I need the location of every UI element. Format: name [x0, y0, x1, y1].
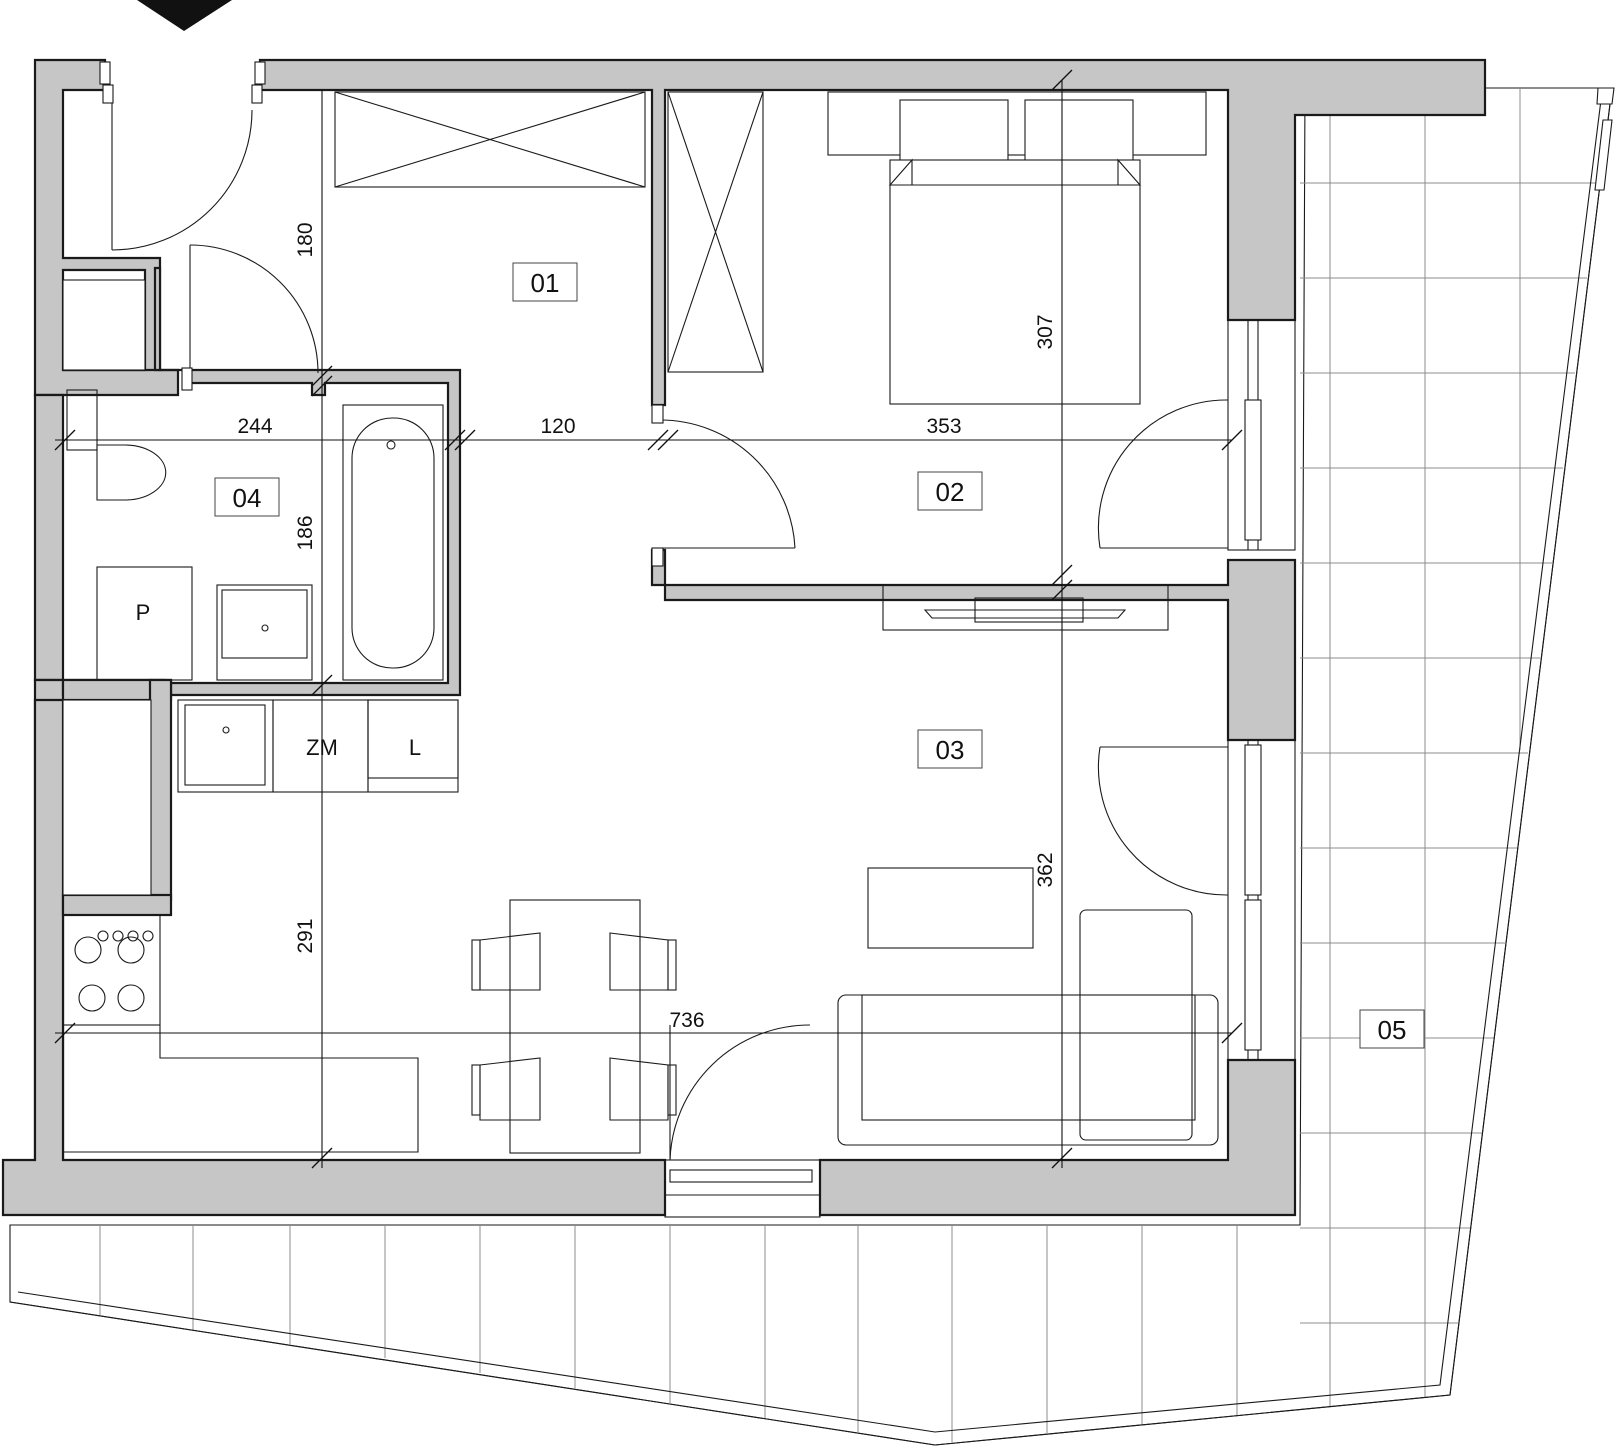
room-label-02: 02: [917, 471, 983, 511]
sofa: [837, 909, 1219, 1146]
terrace-tiles: [99, 88, 1598, 1442]
room-label-03: 03: [917, 729, 983, 769]
room-label-05: 05: [1359, 1009, 1425, 1049]
dim-120: 120: [540, 415, 575, 438]
fixture-l: L: [409, 735, 421, 760]
bedroom-balcony-door[interactable]: [1097, 319, 1296, 551]
closet-lower: [62, 699, 152, 896]
entrance-arrow-icon: [137, 0, 232, 31]
bathroom-fixtures: [66, 389, 444, 681]
terrace-door[interactable]: [664, 1024, 821, 1218]
room-label-04: 04: [214, 477, 280, 517]
bathroom-door[interactable]: [181, 244, 319, 391]
hall-wardrobe: [334, 91, 646, 188]
svg-text:04: 04: [233, 483, 262, 513]
bedroom-furniture: [827, 91, 1207, 405]
walls: [1, 58, 1487, 1217]
terrace-05: [9, 87, 1615, 1446]
closet-upper: [62, 279, 146, 371]
entry-door[interactable]: [99, 61, 266, 251]
bedroom-door[interactable]: [651, 404, 796, 567]
svg-text:01: 01: [531, 268, 560, 298]
kitchen-counters: [62, 699, 459, 1153]
room-label-01: 01: [512, 262, 578, 302]
bedroom-wardrobe: [667, 91, 764, 373]
living-balcony-door[interactable]: [1097, 739, 1296, 1061]
svg-text:03: 03: [936, 735, 965, 765]
fixture-p: P: [136, 600, 151, 625]
dim-353: 353: [926, 415, 961, 438]
svg-text:05: 05: [1378, 1015, 1407, 1045]
coffee-table: [867, 867, 1034, 949]
svg-text:02: 02: [936, 477, 965, 507]
fixture-zm: ZM: [306, 735, 338, 760]
dim-291: 291: [294, 918, 317, 953]
dim-736: 736: [669, 1009, 704, 1032]
tv-cabinet: [882, 584, 1169, 631]
dim-180: 180: [294, 222, 317, 257]
dim-362: 362: [1034, 852, 1057, 887]
dim-186: 186: [294, 515, 317, 550]
dim-244: 244: [237, 415, 272, 438]
dim-307: 307: [1034, 314, 1057, 349]
dimension-lines: [54, 69, 1243, 1169]
dining-table: [471, 899, 677, 1154]
